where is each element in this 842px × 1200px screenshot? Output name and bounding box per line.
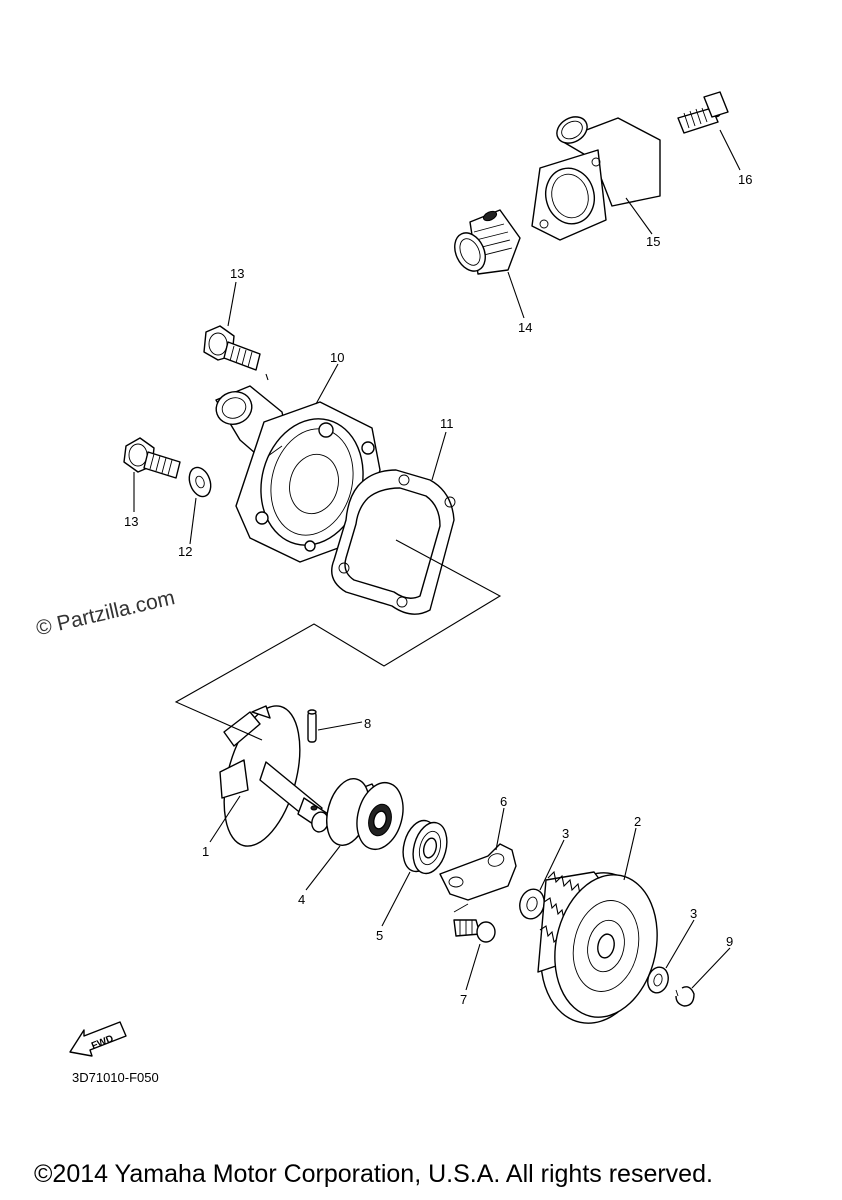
assembly-outline xyxy=(174,539,502,741)
callout-15: 15 xyxy=(646,234,660,249)
callout-5: 5 xyxy=(376,928,383,943)
part-6-plate[interactable] xyxy=(439,843,517,901)
callout-13-top: 13 xyxy=(230,266,244,281)
callout-8: 8 xyxy=(364,716,371,731)
callout-labels: 16 15 14 13 10 11 13 12 8 1 4 5 6 3 2 3 … xyxy=(124,172,752,1007)
part-13-bolt-lower[interactable] xyxy=(123,437,181,479)
part-13-bolt-top[interactable] xyxy=(203,325,261,371)
part-3-washer-b[interactable] xyxy=(645,965,671,995)
part-11-gasket[interactable] xyxy=(331,469,456,615)
callout-4: 4 xyxy=(298,892,305,907)
part-12-washer[interactable] xyxy=(185,464,214,499)
part-5-bearing[interactable] xyxy=(398,817,452,878)
part-4-oil-seal[interactable] xyxy=(320,774,410,855)
fwd-arrow-icon: FWD xyxy=(69,1021,127,1057)
callout-10: 10 xyxy=(330,350,344,365)
callout-1: 1 xyxy=(202,844,209,859)
copyright-notice: ©2014 Yamaha Motor Corporation, U.S.A. A… xyxy=(34,1160,713,1188)
callout-3-a: 3 xyxy=(562,826,569,841)
callout-7: 7 xyxy=(460,992,467,1007)
callout-14: 14 xyxy=(518,320,532,335)
part-14-thermostat[interactable] xyxy=(449,209,521,276)
leader-lines xyxy=(133,129,741,991)
part-8-pin[interactable] xyxy=(307,709,317,743)
part-1-impeller-shaft[interactable] xyxy=(211,698,331,855)
callout-16: 16 xyxy=(738,172,752,187)
callout-11: 11 xyxy=(440,416,454,431)
part-7-screw[interactable] xyxy=(453,903,496,943)
callout-12: 12 xyxy=(178,544,192,559)
part-10-water-pump-housing[interactable] xyxy=(212,373,381,563)
diagram-code: 3D71010-F050 xyxy=(72,1070,159,1085)
part-2-gear[interactable] xyxy=(527,862,669,1033)
callout-3-b: 3 xyxy=(690,906,697,921)
part-15-thermostat-housing[interactable] xyxy=(531,112,661,241)
part-16-bolt[interactable] xyxy=(677,91,729,134)
part-9-circlip[interactable] xyxy=(675,986,695,1007)
callout-9: 9 xyxy=(726,934,733,949)
callout-6: 6 xyxy=(500,794,507,809)
callout-2: 2 xyxy=(634,814,641,829)
callout-13-lower: 13 xyxy=(124,514,138,529)
